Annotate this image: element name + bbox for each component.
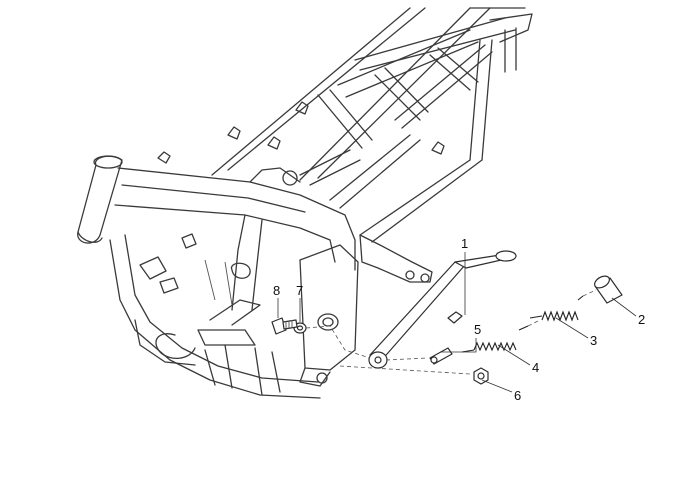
inner-spring-part (461, 325, 529, 353)
bushing-part (594, 275, 623, 304)
leader-lines (277, 252, 637, 393)
callout-4: 4 (532, 360, 539, 375)
callout-5: 5 (474, 322, 481, 337)
outer-spring-part (529, 295, 584, 322)
callout-1: 1 (461, 236, 468, 251)
callout-3: 3 (590, 333, 597, 348)
callout-2: 2 (638, 312, 645, 327)
nut-part (473, 367, 489, 385)
callout-6: 6 (514, 388, 521, 403)
spring-pin-part (429, 347, 453, 365)
assembly-guide-lines (305, 289, 597, 375)
frame-drawing (77, 7, 533, 399)
callout-8: 8 (273, 283, 280, 298)
callout-7: 7 (296, 283, 303, 298)
bolt-part (271, 317, 298, 335)
